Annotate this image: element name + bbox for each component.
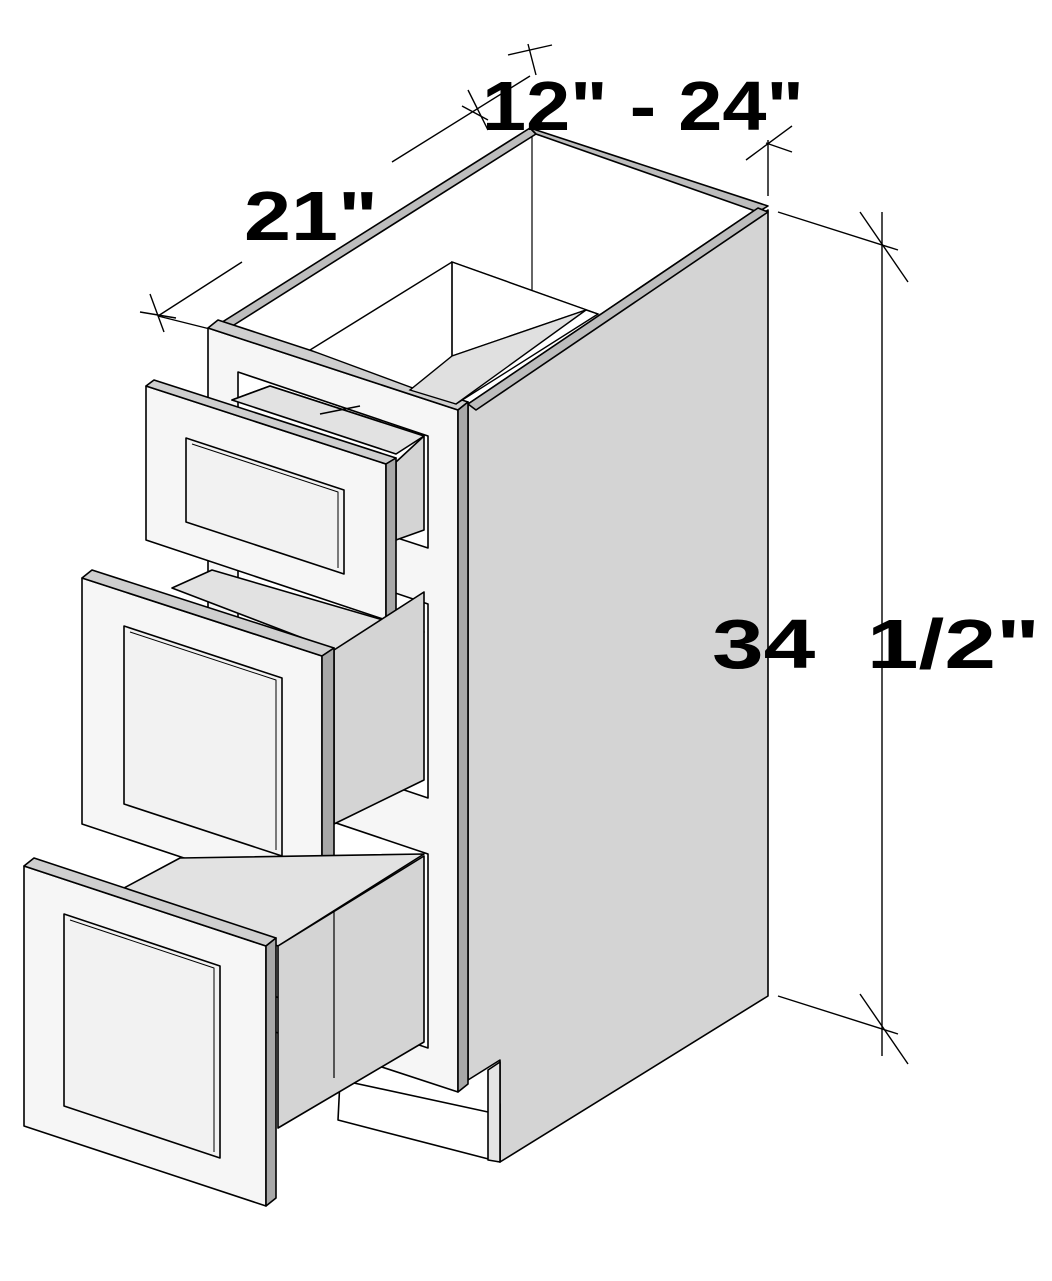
dimension-lines — [139, 43, 909, 1065]
drawer-middle[interactable] — [81, 569, 425, 905]
toe-kick — [337, 1079, 501, 1163]
drawer-bottom-panel — [63, 913, 221, 1159]
drawer-bottom[interactable] — [23, 853, 425, 1207]
drawer-top[interactable] — [145, 379, 425, 621]
height-dimension-label: 34 1/2" — [712, 605, 1040, 683]
dimension-labels: 12" - 24" 21" 34 1/2" — [244, 67, 1040, 683]
drawer-top-panel — [185, 437, 345, 575]
depth-dimension-line — [157, 261, 243, 317]
cabinet-body — [215, 127, 769, 1163]
width-dimension-line — [391, 75, 531, 163]
width-dimension-label: 12" - 24" — [482, 67, 804, 145]
depth-dimension-label: 21" — [244, 177, 378, 255]
side-top-edge — [467, 207, 769, 411]
interior-rail — [308, 261, 600, 405]
